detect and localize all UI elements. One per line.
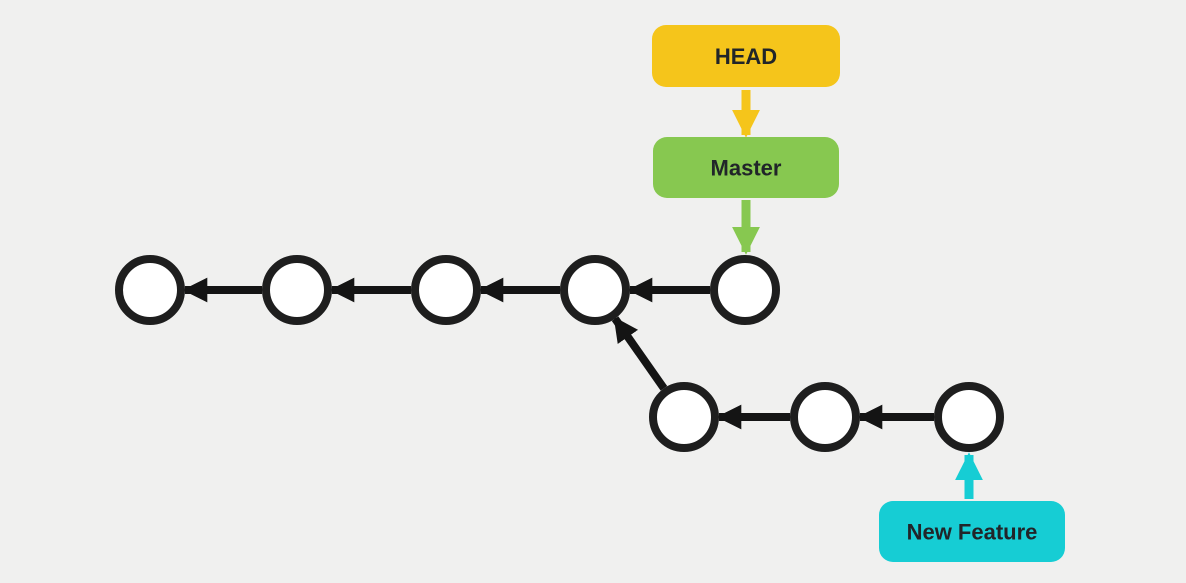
commit-edge-f1-to-m4 xyxy=(611,316,668,391)
label-text-new-feature: New Feature xyxy=(907,519,1038,544)
commit-node-f3 xyxy=(934,382,1004,452)
commit-node-m5 xyxy=(710,255,780,325)
commit-node-m4 xyxy=(560,255,630,325)
pointer-arrows xyxy=(732,90,983,499)
label-box-head xyxy=(652,25,840,87)
commit-node-m3 xyxy=(411,255,481,325)
label-master: Master xyxy=(653,137,839,198)
commit-nodes xyxy=(115,255,1004,452)
commit-node-m1 xyxy=(115,255,185,325)
commit-node-f2 xyxy=(790,382,860,452)
commit-node-m2 xyxy=(262,255,332,325)
label-box-new-feature xyxy=(879,501,1065,562)
commit-node-f1 xyxy=(649,382,719,452)
label-new-feature: New Feature xyxy=(879,501,1065,562)
label-text-head: HEAD xyxy=(715,44,777,69)
commit-edges xyxy=(182,277,934,430)
label-text-master: Master xyxy=(711,155,782,180)
label-head: HEAD xyxy=(652,25,840,87)
label-box-master xyxy=(653,137,839,198)
